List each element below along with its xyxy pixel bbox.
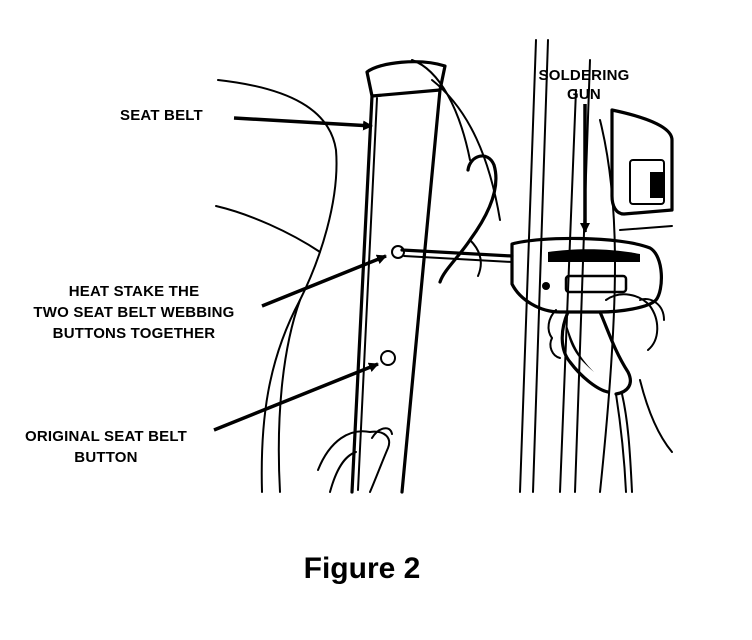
original-button-label-line2: BUTTON [74,449,137,466]
seat-belt-arrow [233,116,373,131]
original-button-label-line1: ORIGINAL SEAT BELT [25,428,187,445]
heat-stake-label-line2: TWO SEAT BELT WEBBING [33,304,234,321]
heat-stake-label-line3: BUTTONS TOGETHER [53,325,216,342]
soldering-gun-label-line2: GUN [567,86,601,103]
soldering-gun-drawing [400,236,663,493]
figure-caption: Figure 2 [304,552,421,585]
seat-belt-webbing [350,60,447,494]
seat-belt-label: SEAT BELT [120,107,203,124]
heat-stake-label-line1: HEAT STAKE THE [69,283,200,300]
webbing-button-upper [391,245,405,259]
seat-back-drawing [215,59,501,493]
left-hand-drawing [317,427,393,493]
door-pillar-drawing [438,39,616,493]
original-button-arrow [213,362,379,432]
original-seat-belt-button [380,350,396,366]
heat-stake-arrow [261,254,387,308]
soldering-gun-label-line1: SOLDERING [539,67,630,84]
door-panel-drawing [610,108,674,453]
right-hand-drawing [547,293,665,359]
